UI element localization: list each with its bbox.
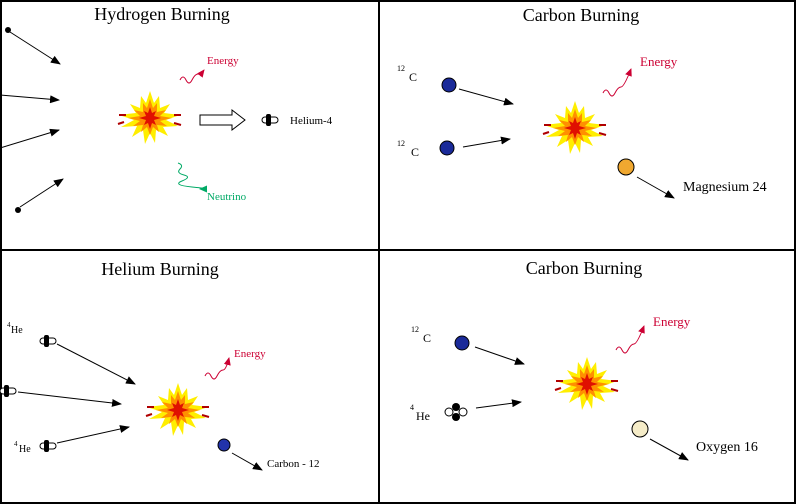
isotope-symbol: C [409, 70, 417, 84]
product-label: Carbon - 12 [267, 458, 320, 470]
energy-label: Energy [640, 54, 678, 69]
carbon-12-nucleus-icon [217, 438, 231, 452]
neutrino-label: Neutrino [207, 191, 247, 203]
panel-title: Helium Burning [101, 259, 219, 279]
isotope-mass: 4 [7, 321, 11, 329]
reaction-arrow [19, 178, 64, 208]
isotope-symbol: He [416, 409, 430, 423]
helium-4-nucleus-icon [261, 113, 279, 127]
reaction-arrow [649, 438, 689, 461]
isotope-mass: 12 [397, 64, 405, 73]
panel-hydrogen-burning: Hydrogen Burning Helium-4 Energy Neutrin… [0, 4, 333, 213]
explosion-icon [554, 356, 619, 411]
reaction-arrow [475, 399, 522, 409]
isotope-symbol: He [19, 444, 31, 455]
helium-4-nucleus-icon [444, 403, 468, 421]
energy-wave-icon [615, 325, 645, 354]
oxygen-nucleus-icon [631, 420, 649, 438]
product-outline-arrow [199, 108, 246, 132]
reaction-arrow [458, 88, 514, 106]
reaction-arrow [231, 452, 263, 471]
energy-label: Energy [234, 348, 266, 360]
reaction-arrow [17, 391, 122, 407]
reaction-arrow [56, 343, 136, 385]
isotope-symbol: He [11, 325, 23, 336]
helium-4-nucleus-icon [39, 334, 57, 348]
reaction-arrow [462, 136, 511, 148]
energy-label: Energy [653, 314, 691, 329]
energy-wave-icon [602, 68, 632, 97]
magnesium-nucleus-icon [617, 158, 635, 176]
explosion-icon [542, 100, 607, 155]
panel-carbon-burning-bottom: Carbon Burning 12 C 4 He Energy Oxygen 1… [410, 258, 758, 461]
isotope-mass: 4 [14, 440, 18, 448]
product-label: Oxygen 16 [696, 440, 758, 455]
neutrino-wave-icon [177, 162, 208, 193]
energy-label: Energy [207, 55, 239, 67]
isotope-mass: 12 [411, 325, 419, 334]
isotope-mass: 12 [397, 139, 405, 148]
reaction-arrow [0, 128, 60, 149]
panel-title: Hydrogen Burning [94, 4, 229, 24]
panel-title: Carbon Burning [523, 5, 640, 25]
helium-4-nucleus-icon [0, 384, 17, 398]
isotope-symbol: C [423, 331, 431, 345]
carbon-nucleus-icon [439, 140, 455, 156]
reaction-arrow [474, 346, 525, 365]
carbon-nucleus-icon [454, 335, 470, 351]
reaction-arrow [0, 94, 60, 104]
proton-particle [15, 207, 21, 213]
explosion-icon [117, 90, 182, 145]
reaction-arrow [9, 31, 61, 65]
reaction-arrow [636, 176, 675, 199]
explosion-icon [145, 382, 210, 437]
isotope-symbol: C [411, 145, 419, 159]
energy-wave-icon [204, 357, 231, 380]
reaction-arrow [56, 425, 130, 444]
helium-4-nucleus-icon [39, 439, 57, 453]
panel-title: Carbon Burning [526, 258, 643, 278]
panel-helium-burning: Helium Burning 4 He 4 He Energy Carbon -… [0, 259, 320, 471]
carbon-nucleus-icon [441, 77, 457, 93]
product-label: Magnesium 24 [683, 180, 767, 195]
energy-wave-icon [179, 69, 205, 84]
proton-particle [5, 27, 11, 33]
panel-carbon-burning-top: Carbon Burning 12 C 12 C Energy Magnesiu… [397, 5, 767, 199]
product-label: Helium-4 [290, 115, 333, 127]
isotope-mass: 4 [410, 403, 414, 412]
